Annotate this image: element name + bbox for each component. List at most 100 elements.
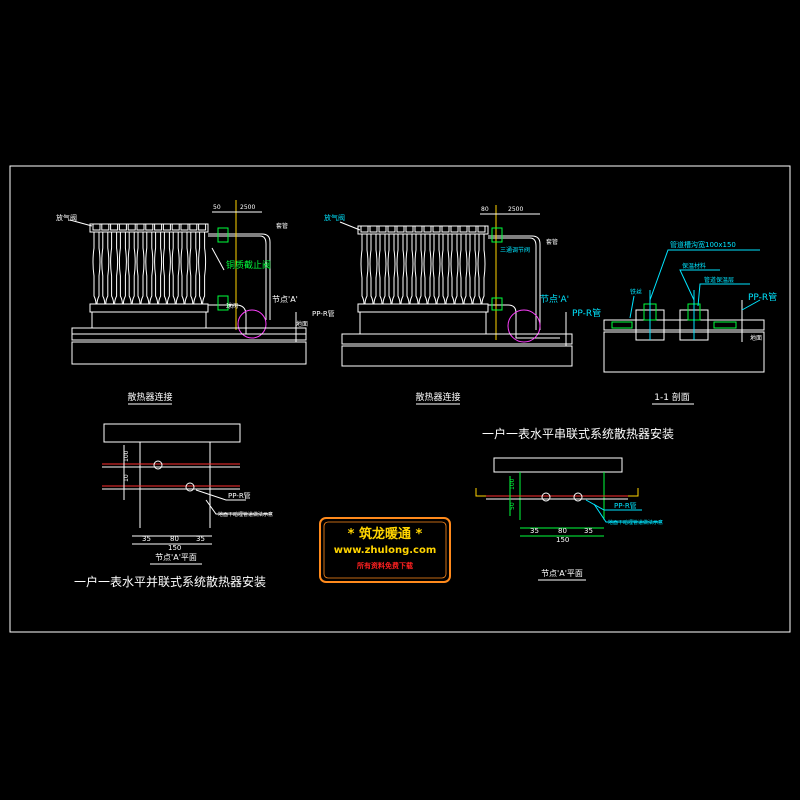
watermark: * 筑龙暖通 * www.zhulong.com 所有资料免费下载 bbox=[319, 517, 451, 583]
middle-sleeve-label: 套管 bbox=[546, 238, 558, 246]
radiator-section bbox=[127, 232, 136, 305]
middle-return-pipe bbox=[488, 304, 560, 339]
radiator-cap bbox=[101, 223, 110, 231]
node-left-dim-v2: 10 bbox=[123, 474, 130, 482]
node-left-dim-2: 80 bbox=[170, 535, 179, 543]
radiator-section bbox=[101, 232, 110, 305]
node-a-left: 100 10 PP-R管 地面下暗埋管道做法示意 35 80 35 150 节点… bbox=[102, 423, 273, 565]
left-supply-pipe bbox=[208, 233, 271, 320]
radiator-cap bbox=[171, 223, 180, 231]
node-right-dim-v1: 100 bbox=[509, 478, 516, 490]
watermark-line3: 所有资料免费下载 bbox=[357, 561, 413, 570]
middle-dim-top: 2500 bbox=[508, 206, 523, 213]
node-right-dim-2: 80 bbox=[558, 527, 567, 535]
serial-caption: 一户一表水平串联式系统散热器安装 bbox=[482, 426, 674, 441]
radiator-cap bbox=[162, 223, 171, 231]
radiator-cap bbox=[198, 223, 207, 231]
node-right-dim-3: 35 bbox=[584, 527, 593, 535]
radiator-section bbox=[396, 234, 405, 305]
radiator-section bbox=[450, 234, 459, 305]
left-dim-top: 2500 bbox=[240, 204, 255, 211]
radiator-section bbox=[162, 232, 171, 305]
node-right-dim-4: 150 bbox=[556, 536, 569, 544]
middle-vent-label: 放气阀 bbox=[324, 213, 345, 222]
radiator-section bbox=[110, 232, 119, 305]
radiator-cap bbox=[369, 225, 378, 233]
radiator-cap bbox=[180, 223, 189, 231]
left-sleeve-label: 套管 bbox=[276, 222, 288, 230]
radiator-section bbox=[360, 234, 369, 305]
radiator-cap bbox=[118, 223, 127, 231]
radiator-section bbox=[432, 234, 441, 305]
left-ppr-label: PP-R管 bbox=[312, 309, 335, 318]
left-dim-small: 50 bbox=[213, 204, 221, 211]
radiator-section bbox=[378, 234, 387, 305]
node-right-title: 节点'A'平面 bbox=[541, 569, 583, 578]
radiator-cap bbox=[459, 225, 468, 233]
radiator-section bbox=[154, 232, 163, 305]
radiator-section bbox=[423, 234, 432, 305]
radiator-cap bbox=[423, 225, 432, 233]
radiator-cap bbox=[468, 225, 477, 233]
section-floor-label: 地面 bbox=[750, 334, 762, 342]
radiator-cap bbox=[378, 225, 387, 233]
radiator-section bbox=[180, 232, 189, 305]
middle-radiator bbox=[357, 225, 489, 334]
section-cover-label: 管道保温层 bbox=[704, 276, 734, 284]
radiator-section bbox=[369, 234, 378, 305]
node-left-title: 节点'A'平面 bbox=[155, 553, 197, 562]
node-left-note: 地面下暗埋管道做法示意 bbox=[218, 511, 273, 518]
radiator-section bbox=[459, 234, 468, 305]
middle-node-label: 节点'A' bbox=[540, 294, 569, 305]
middle-dim-small: 80 bbox=[481, 206, 489, 213]
left-elevation: 放气阀 50 2500 铜质截止阀 套管 球阀 节点'A' PP-R管 地面 散… bbox=[56, 200, 335, 405]
middle-view-title: 散热器连接 bbox=[415, 391, 460, 403]
radiator-section bbox=[468, 234, 477, 305]
left-floor-label: 地面 bbox=[296, 320, 308, 328]
node-left-dim-1: 35 bbox=[142, 535, 151, 543]
radiator-cap bbox=[145, 223, 154, 231]
radiator-section bbox=[171, 232, 180, 305]
radiator-cap bbox=[92, 223, 101, 231]
left-radiator bbox=[89, 223, 209, 328]
radiator-cap bbox=[450, 225, 459, 233]
left-riser-note: 铜质截止阀 bbox=[226, 259, 271, 271]
radiator-cap bbox=[136, 223, 145, 231]
middle-ppr-label: PP-R管 bbox=[572, 307, 601, 319]
radiator-cap bbox=[127, 223, 136, 231]
section-view-title: 1-1 剖面 bbox=[654, 391, 690, 403]
section-mesh-label: 铁丝 bbox=[630, 288, 642, 296]
left-vent-label: 放气阀 bbox=[56, 213, 77, 222]
radiator-cap bbox=[110, 223, 119, 231]
middle-supply-pipe bbox=[488, 235, 541, 330]
radiator-cap bbox=[154, 223, 163, 231]
radiator-cap bbox=[387, 225, 396, 233]
radiator-cap bbox=[477, 225, 486, 233]
node-left-dim-3: 35 bbox=[196, 535, 205, 543]
node-left-dim-v1: 100 bbox=[123, 450, 130, 462]
watermark-line1: * 筑龙暖通 * bbox=[348, 526, 423, 542]
middle-elevation: 放气阀 80 2500 三通调节阀 套管 节点'A' PP-R管 散热器连接 bbox=[324, 205, 601, 405]
radiator-section bbox=[118, 232, 127, 305]
parallel-caption: 一户一表水平并联式系统散热器安装 bbox=[74, 574, 266, 589]
radiator-cap bbox=[432, 225, 441, 233]
section-ppr-label: PP-R管 bbox=[748, 291, 777, 303]
radiator-section bbox=[441, 234, 450, 305]
middle-tee-label: 三通调节阀 bbox=[500, 246, 530, 254]
radiator-section bbox=[92, 232, 101, 305]
node-left-dim-4: 150 bbox=[168, 544, 181, 552]
left-view-title: 散热器连接 bbox=[127, 391, 172, 403]
radiator-section bbox=[136, 232, 145, 305]
node-right-note: 地面下暗埋管道做法示意 bbox=[608, 519, 663, 526]
radiator-section bbox=[145, 232, 154, 305]
radiator-cap bbox=[441, 225, 450, 233]
radiator-section bbox=[477, 234, 486, 305]
drawing-frame bbox=[9, 165, 791, 633]
left-node-label: 节点'A' bbox=[272, 295, 298, 304]
left-valve-label: 球阀 bbox=[226, 302, 238, 310]
radiator-section bbox=[414, 234, 423, 305]
radiator-cap bbox=[414, 225, 423, 233]
node-a-right: 100 50 PP-R管 地面下暗埋管道做法示意 35 80 35 150 节点… bbox=[475, 457, 663, 581]
section-box-label: 管道槽沟宽100x150 bbox=[670, 240, 736, 249]
